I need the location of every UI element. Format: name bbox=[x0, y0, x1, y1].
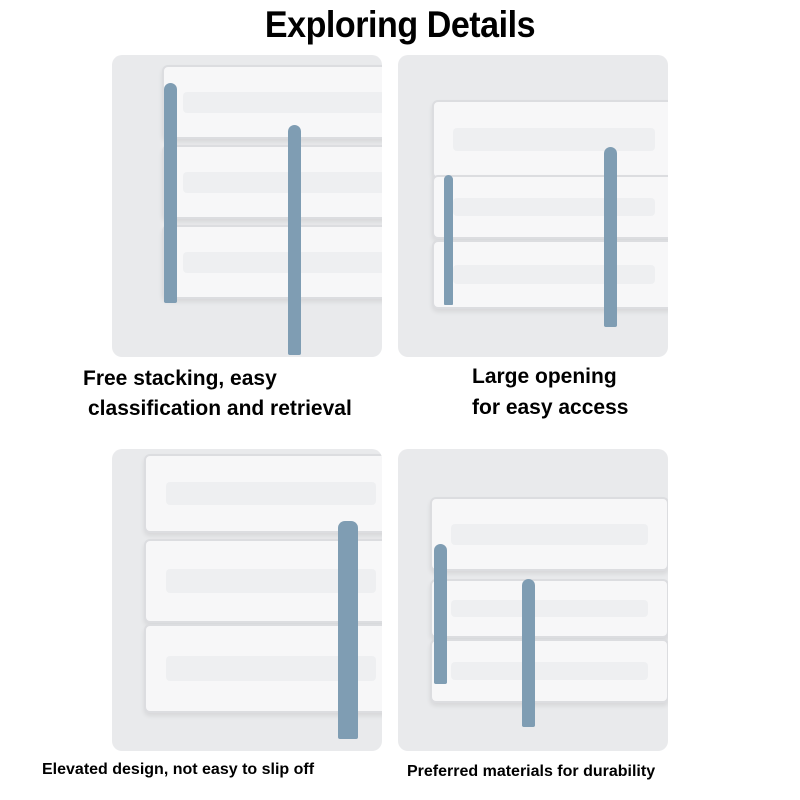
page-title: Exploring Details bbox=[264, 4, 536, 45]
tray-middle bbox=[432, 175, 668, 239]
support-post bbox=[164, 83, 177, 303]
caption-materials: Preferred materials for durability bbox=[407, 763, 656, 780]
caption-stacking-line1: Free stacking, easy bbox=[83, 367, 277, 390]
detail-panel-elevated bbox=[112, 449, 382, 751]
detail-panel-materials bbox=[398, 449, 668, 751]
tray-top bbox=[432, 100, 668, 179]
tray-bottom bbox=[432, 240, 668, 309]
caption-opening-line2: for easy access bbox=[472, 396, 629, 419]
tray-top bbox=[162, 65, 382, 139]
tray-bottom bbox=[162, 225, 382, 299]
detail-panel-opening bbox=[398, 55, 668, 357]
caption-stacking-line2: classification and retrieval bbox=[88, 397, 352, 420]
tray-top bbox=[430, 497, 668, 571]
support-post bbox=[338, 521, 358, 739]
tray-top bbox=[144, 454, 382, 533]
caption-opening-line1: Large opening bbox=[472, 365, 617, 388]
support-post bbox=[434, 544, 447, 684]
tray-bottom bbox=[430, 639, 668, 703]
support-post bbox=[604, 147, 617, 327]
support-post bbox=[522, 579, 535, 727]
tray-middle bbox=[430, 579, 668, 638]
caption-elevated: Elevated design, not easy to slip off bbox=[42, 761, 315, 778]
tray-middle bbox=[162, 145, 382, 219]
detail-panel-stacking bbox=[112, 55, 382, 357]
support-post bbox=[444, 175, 453, 305]
support-post bbox=[288, 125, 301, 355]
